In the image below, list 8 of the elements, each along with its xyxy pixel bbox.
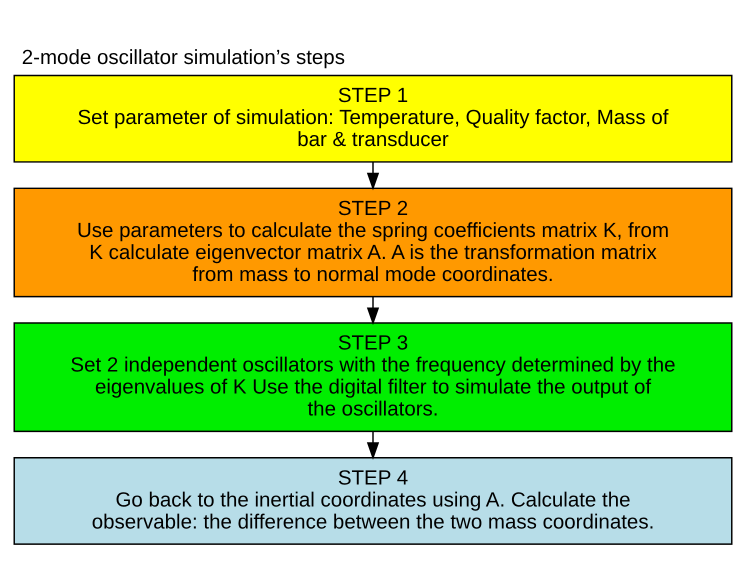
node-box: STEP 4 Go back to the inertial coordinates using A. Calculate the observable: the difference between the two mass coordinates.	[14, 457, 732, 545]
node-box: STEP 1 Set parameter of simulation: Temperature, Quality factor, Mass of bar & transducer	[14, 74, 732, 163]
diagram-title: 2-mode oscillator simulation’s steps	[22, 46, 345, 70]
node-box: STEP 2 Use parameters to calculate the spring coefficients matrix K, from K calculate eigenvector matrix A. A is the transformation matrix from mass to normal mode coordinates.	[14, 188, 732, 298]
node-box: STEP 3 Set 2 independent oscillators with the frequency determined by the eigenvalues of K Use the digital filter to simulate the output of the oscillators.	[14, 322, 732, 432]
arrow	[366, 296, 380, 326]
arrow	[366, 162, 380, 190]
arrow	[366, 432, 380, 460]
